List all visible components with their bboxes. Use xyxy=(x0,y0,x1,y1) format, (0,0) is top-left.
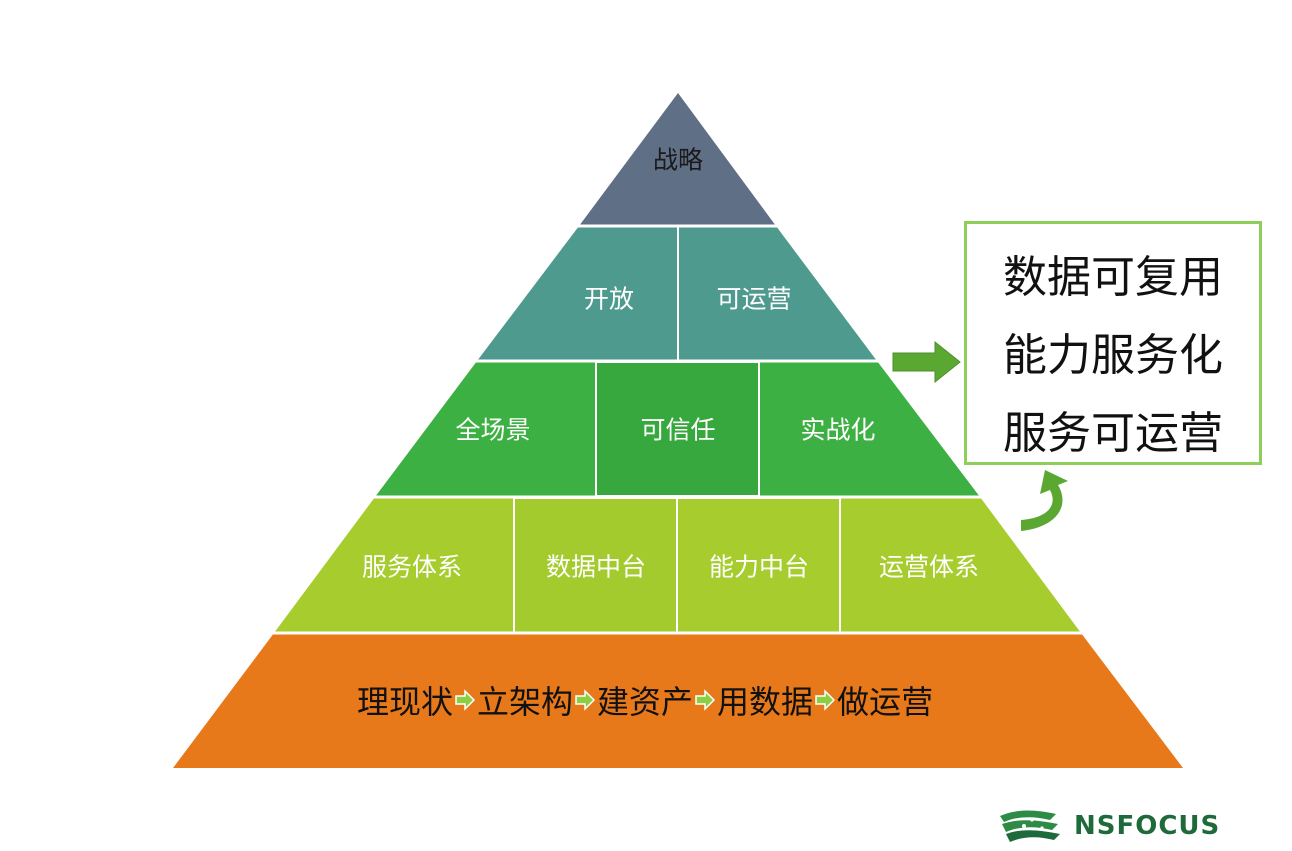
nsfocus-logo: NSFOCUS xyxy=(998,808,1220,844)
label-trustworthy: 可信任 xyxy=(640,415,716,445)
label-operable: 可运营 xyxy=(716,284,792,314)
step-arrow-icon xyxy=(455,689,476,711)
benefits-box: 数据可复用 能力服务化 服务可运营 xyxy=(964,221,1262,465)
step-current-state: 理现状 xyxy=(357,683,454,721)
step-architecture: 立架构 xyxy=(477,683,574,721)
curved-arrow-icon xyxy=(1021,470,1068,531)
step-operate: 做运营 xyxy=(837,683,934,721)
step-arrow-icon xyxy=(575,689,596,711)
label-data-hub: 数据中台 xyxy=(545,552,647,582)
benefit-service-operable: 服务可运营 xyxy=(1003,408,1223,459)
benefit-capability-service: 能力服务化 xyxy=(1003,330,1223,381)
step-use-data: 用数据 xyxy=(717,683,814,721)
right-arrow-icon xyxy=(892,340,961,384)
logo-text: NSFOCUS xyxy=(1074,811,1221,841)
step-arrow-icon xyxy=(815,689,836,711)
label-combat-ready: 实战化 xyxy=(800,415,876,445)
logo-flag-icon xyxy=(1000,810,1060,842)
pyramid-bottom-layer xyxy=(173,633,1183,768)
label-capability-hub: 能力中台 xyxy=(708,552,810,582)
step-assets: 建资产 xyxy=(597,683,694,721)
level4-datahub-box xyxy=(513,497,678,634)
benefit-data-reusable: 数据可复用 xyxy=(1003,252,1223,303)
step-arrow-icon xyxy=(695,689,716,711)
label-open: 开放 xyxy=(583,284,635,314)
label-operation-system: 运营体系 xyxy=(878,552,980,582)
bottom-process-flow: 理现状 立架构 建资产 用数据 做运营 xyxy=(357,677,933,723)
label-service-system: 服务体系 xyxy=(361,552,463,582)
pyramid-top-layer xyxy=(579,93,776,226)
label-strategy: 战略 xyxy=(652,145,704,175)
label-full-scenario: 全场景 xyxy=(455,415,531,445)
level3-center-box xyxy=(595,361,760,497)
